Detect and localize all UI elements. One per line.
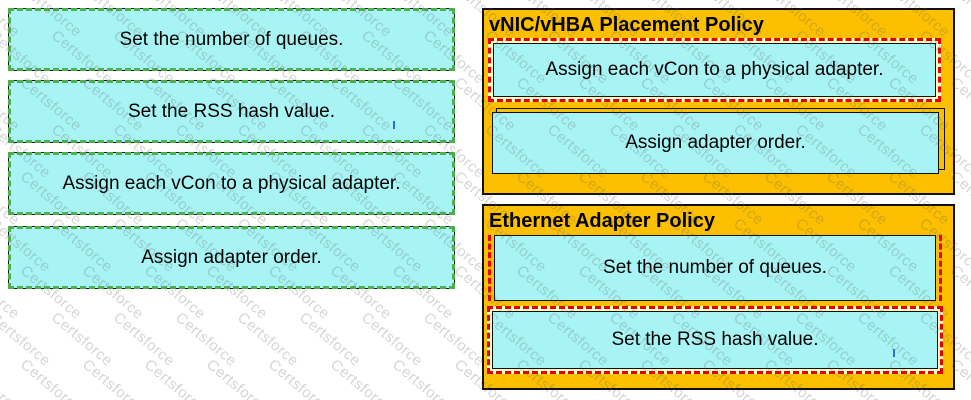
cursor-artifact — [393, 121, 395, 129]
drag-item-assign-vcon-physical-adapter[interactable]: Assign each vCon to a physical adapter. — [8, 152, 455, 215]
drop-slot-vnic-vhba-2[interactable]: Assign adapter order. — [492, 108, 945, 174]
target-panel-vnic-vhba-placement-policy: vNIC/vHBA Placement Policy Assign each v… — [482, 8, 955, 195]
watermark-text: Certsforce — [296, 309, 364, 370]
dropped-item-assign-vcon-physical-adapter[interactable]: Assign each vCon to a physical adapter. — [493, 43, 936, 97]
drag-item-label: Assign adapter order. — [141, 246, 322, 268]
watermark-text: Certsforce — [234, 309, 302, 370]
dropped-item-label: Assign adapter order. — [625, 132, 806, 153]
dropped-item-label: Set the RSS hash value. — [611, 329, 819, 350]
drop-slot-vnic-vhba-1[interactable]: Assign each vCon to a physical adapter. — [488, 38, 941, 102]
drag-item-set-number-of-queues[interactable]: Set the number of queues. — [8, 8, 455, 71]
cursor-artifact — [893, 349, 895, 357]
watermark-text: Certsforce — [389, 356, 457, 400]
dropped-item-set-number-of-queues[interactable]: Set the number of queues. — [494, 235, 936, 301]
dropped-item-assign-adapter-order[interactable]: Assign adapter order. — [492, 112, 939, 174]
watermark-text: Certsforce — [110, 309, 178, 370]
watermark-text: Certsforce — [358, 309, 426, 370]
panel-title: vNIC/vHBA Placement Policy — [489, 14, 764, 36]
drop-slot-ethernet-2[interactable]: Set the RSS hash value. — [487, 306, 943, 374]
watermark-text: Certsforce — [17, 356, 85, 400]
panel-title: Ethernet Adapter Policy — [489, 210, 715, 232]
drag-item-label: Set the number of queues. — [119, 28, 344, 50]
watermark-text: Certsforce — [0, 356, 23, 400]
drag-item-label: Assign each vCon to a physical adapter. — [62, 172, 401, 194]
target-panel-ethernet-adapter-policy: Ethernet Adapter Policy Set the number o… — [482, 204, 955, 390]
watermark-text: Certsforce — [79, 356, 147, 400]
watermark-text: Certsforce — [172, 309, 240, 370]
watermark-text: Certsforce — [0, 309, 54, 370]
drop-slot-ethernet-1[interactable]: Set the number of queues. — [488, 235, 942, 301]
watermark-text: Certsforce — [265, 356, 333, 400]
dropped-item-label: Assign each vCon to a physical adapter. — [545, 59, 884, 80]
watermark-text: Certsforce — [203, 356, 271, 400]
dropped-item-label: Set the number of queues. — [603, 257, 827, 278]
watermark-text: Certsforce — [420, 309, 488, 370]
drag-item-set-rss-hash-value[interactable]: Set the RSS hash value. — [8, 80, 455, 143]
drag-item-assign-adapter-order[interactable]: Assign adapter order. — [8, 226, 455, 289]
drag-item-label: Set the RSS hash value. — [127, 100, 335, 122]
watermark-text: Certsforce — [48, 309, 116, 370]
watermark-text: Certsforce — [327, 356, 395, 400]
watermark-text: Certsforce — [141, 356, 209, 400]
dropped-item-set-rss-hash-value[interactable]: Set the RSS hash value. — [492, 311, 938, 369]
